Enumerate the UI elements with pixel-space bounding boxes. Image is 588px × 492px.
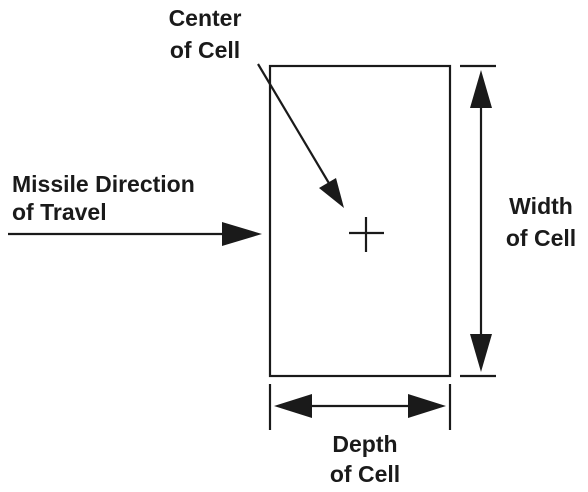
cell-rectangle <box>268 64 452 378</box>
width-bottom-arrowhead <box>470 334 492 372</box>
missile-direction-line-2: of Travel <box>12 199 107 225</box>
center-of-cell-line-1: Center <box>168 5 242 31</box>
missile-direction-arrowhead <box>222 222 262 246</box>
width-top-arrowhead <box>470 70 492 108</box>
depth-right-arrowhead <box>408 394 446 418</box>
missile-direction-label: Missile Direction of Travel <box>12 170 195 226</box>
center-pointer-line <box>257 63 334 191</box>
width-of-cell-line-2: of Cell <box>505 225 577 251</box>
center-pointer-arrowhead <box>319 178 344 208</box>
missile-direction-line-1: Missile Direction <box>12 171 195 197</box>
center-of-cell-label: Center of Cell <box>152 4 258 64</box>
depth-left-arrowhead <box>274 394 312 418</box>
depth-of-cell-line-2: of Cell <box>329 461 401 487</box>
depth-of-cell-label: Depth of Cell <box>310 430 420 488</box>
width-of-cell-label: Width of Cell <box>496 192 586 252</box>
depth-of-cell-line-1: Depth <box>332 431 398 457</box>
center-of-cell-line-2: of Cell <box>169 37 241 63</box>
width-of-cell-line-1: Width <box>509 193 573 219</box>
